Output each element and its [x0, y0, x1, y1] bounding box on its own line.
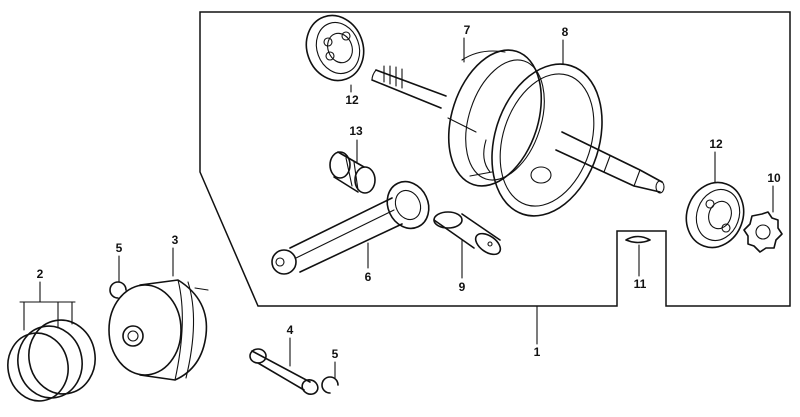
leader-lines	[23, 37, 774, 379]
crank-pin-part[interactable]	[433, 211, 504, 259]
needle-bearing-part[interactable]	[329, 151, 376, 194]
callout-5-left: 5	[116, 241, 123, 255]
callout-9: 9	[459, 280, 466, 294]
callout-3: 3	[172, 233, 179, 247]
callout-labels: 1 2 3 4 5 5 6 7 8 9 10 11 12 12 13	[37, 23, 781, 361]
piston-pin-part[interactable]	[249, 348, 320, 397]
callout-8: 8	[562, 25, 569, 39]
callout-2: 2	[37, 267, 44, 281]
callout-11: 11	[634, 277, 647, 291]
callout-13: 13	[349, 124, 363, 138]
callout-12-right: 12	[709, 137, 723, 151]
piston-rings-part[interactable]	[3, 301, 101, 406]
callout-5-right: 5	[332, 347, 339, 361]
callout-7: 7	[464, 23, 471, 37]
crank-web-part[interactable]	[473, 50, 665, 231]
bearing-12-right[interactable]	[677, 174, 752, 255]
sprocket-part[interactable]	[743, 211, 783, 253]
callout-10: 10	[767, 171, 781, 185]
connecting-rod-part[interactable]	[271, 175, 436, 275]
piston-part[interactable]	[108, 279, 209, 381]
circlip-5-left[interactable]	[109, 281, 127, 299]
callout-4: 4	[287, 323, 294, 337]
circlip-5-right[interactable]	[321, 376, 339, 394]
callout-1: 1	[534, 345, 541, 359]
crankshaft-part[interactable]	[371, 38, 558, 198]
callout-6: 6	[365, 270, 372, 284]
callout-12-upper: 12	[345, 93, 359, 107]
assembly-frame	[199, 11, 791, 307]
bearing-12-upper[interactable]	[297, 7, 372, 88]
woodruff-key-part[interactable]	[625, 235, 651, 244]
